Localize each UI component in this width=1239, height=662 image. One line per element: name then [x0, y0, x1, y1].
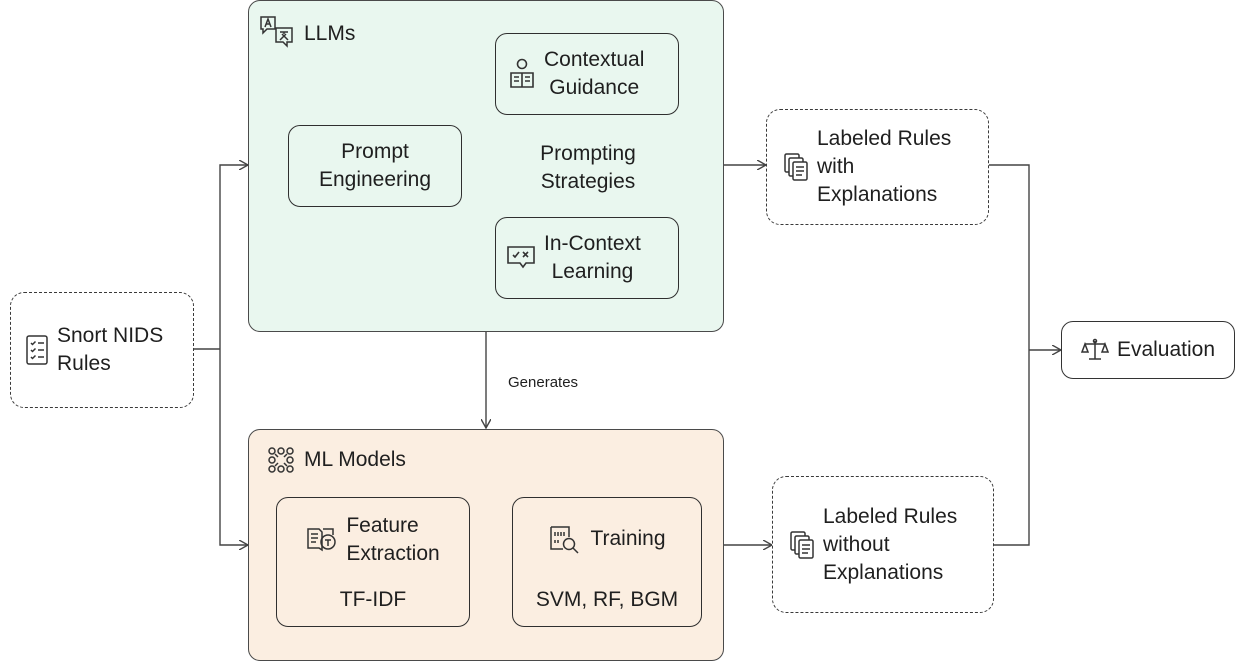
prompting-strategies-line1: Prompting — [540, 142, 636, 165]
labeled-with-line2: with — [817, 155, 855, 178]
feature-extraction-line1: Feature — [346, 514, 419, 537]
reader-icon — [508, 57, 536, 91]
evaluation-label: Evaluation — [1116, 338, 1216, 361]
documents-icon — [789, 530, 815, 560]
prompt-engineering-node: Prompt Engineering — [288, 125, 462, 207]
feature-method: TF-IDF — [339, 588, 407, 611]
evaluation-node: Evaluation — [1061, 321, 1235, 379]
snort-rules-line1: Snort NIDS — [57, 324, 164, 347]
in-context-learning-line2: Learning — [551, 260, 634, 283]
llm-title: LLMs — [304, 22, 356, 45]
ml-container — [248, 429, 724, 661]
in-context-learning-node: In-Context Learning — [495, 217, 679, 299]
labeled-without-line2: without — [823, 532, 890, 556]
llm-header: LLMs — [258, 14, 355, 54]
contextual-guidance-line1: Contextual — [544, 48, 645, 71]
labeled-with-explanations-node: Labeled Rules with Explanations — [766, 109, 989, 225]
labeled-without-line1: Labeled Rules — [823, 504, 958, 528]
prompt-engineering-line2: Engineering — [318, 168, 432, 191]
data-search-icon — [548, 524, 580, 554]
contextual-guidance-node: Contextual Guidance — [495, 33, 679, 115]
check-cross-screen-icon — [506, 244, 536, 272]
input-to-ml-arrow — [219, 349, 248, 545]
prompting-strategies-line2: Strategies — [540, 170, 636, 193]
training-label: Training — [590, 527, 666, 550]
prompt-engineering-line1: Prompt — [341, 140, 409, 163]
snort-rules-node: Snort NIDS Rules — [10, 292, 194, 408]
labeled-without-explanations-node: Labeled Rules without Explanations — [772, 476, 994, 613]
labeled-with-line3: Explanations — [817, 183, 938, 206]
training-node: Training SVM, RF, BGM — [512, 497, 702, 627]
llm-container — [248, 0, 724, 332]
generates-label: Generates — [508, 374, 579, 391]
labeled-with-to-eval — [989, 164, 1030, 546]
checklist-icon — [25, 334, 49, 366]
snort-rules-line2: Rules — [57, 352, 111, 375]
training-methods: SVM, RF, BGM — [535, 588, 679, 611]
documents-icon — [783, 152, 809, 182]
feature-extraction-line2: Extraction — [346, 542, 440, 565]
translate-icon — [258, 14, 298, 54]
scale-icon — [1080, 338, 1109, 362]
contextual-guidance-line2: Guidance — [549, 76, 640, 99]
input-to-llm-arrow — [219, 165, 248, 349]
in-context-learning-line1: In-Context — [544, 232, 641, 255]
book-search-icon — [306, 525, 338, 555]
labeled-with-line1: Labeled Rules — [817, 127, 952, 150]
ml-header: ML Models — [266, 445, 406, 475]
labeled-without-line3: Explanations — [823, 560, 944, 584]
feature-extraction-node: Feature Extraction TF-IDF — [276, 497, 470, 627]
grid-dots-icon — [266, 445, 296, 475]
prompting-strategies-label: Prompting Strategies — [520, 140, 656, 196]
ml-title: ML Models — [304, 448, 406, 471]
